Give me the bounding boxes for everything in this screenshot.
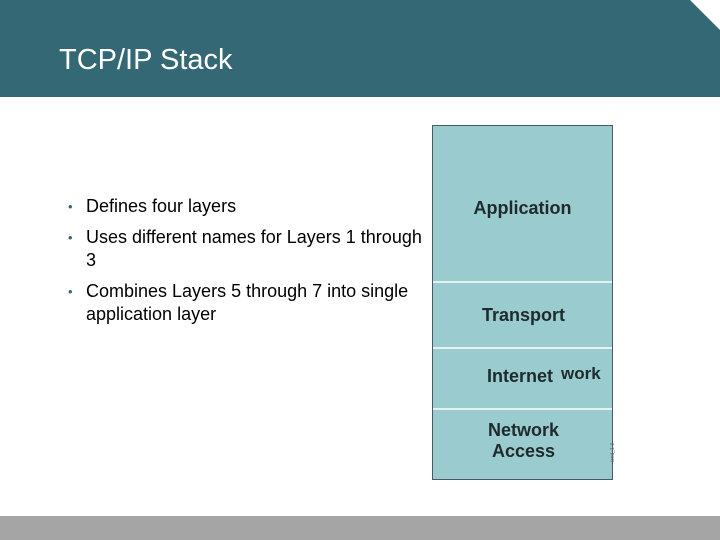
layer-network-access-label: Network Access	[487, 420, 559, 461]
footer-bar	[0, 516, 720, 540]
slide-title: TCP/IP Stack	[59, 44, 233, 76]
bullet-item: • Combines Layers 5 through 7 into singl…	[66, 280, 426, 326]
header-bar	[0, 0, 720, 97]
layer-internet-label: Internet	[487, 366, 554, 386]
bullet-item: • Defines four layers	[66, 195, 426, 218]
layer-internet-suffix: work	[561, 364, 601, 383]
bullet-text: Combines Layers 5 through 7 into single …	[86, 281, 409, 324]
layer-transport-label: Transport	[481, 305, 565, 325]
header-corner-decoration	[690, 0, 720, 30]
bullet-text: Defines four layers	[86, 196, 237, 216]
layer-transport: Transport	[433, 283, 612, 349]
layer-network-access: Network Access	[433, 410, 612, 479]
layer-application: Application	[433, 126, 612, 283]
bullet-dot-icon: •	[68, 284, 73, 299]
bullet-dot-icon: •	[68, 199, 73, 214]
tcp-ip-layer-stack: Application Transport Internet Network A…	[432, 125, 613, 480]
bullet-item: • Uses different names for Layers 1 thro…	[66, 226, 426, 272]
layer-internet: Internet	[433, 349, 612, 410]
bullet-dot-icon: •	[68, 230, 73, 245]
bullet-text: Uses different names for Layers 1 throug…	[86, 227, 422, 270]
bullet-list: • Defines four layers • Uses different n…	[66, 195, 426, 334]
figure-side-caption: icnd_1-3	[610, 442, 616, 462]
layer-application-label: Application	[473, 198, 572, 218]
